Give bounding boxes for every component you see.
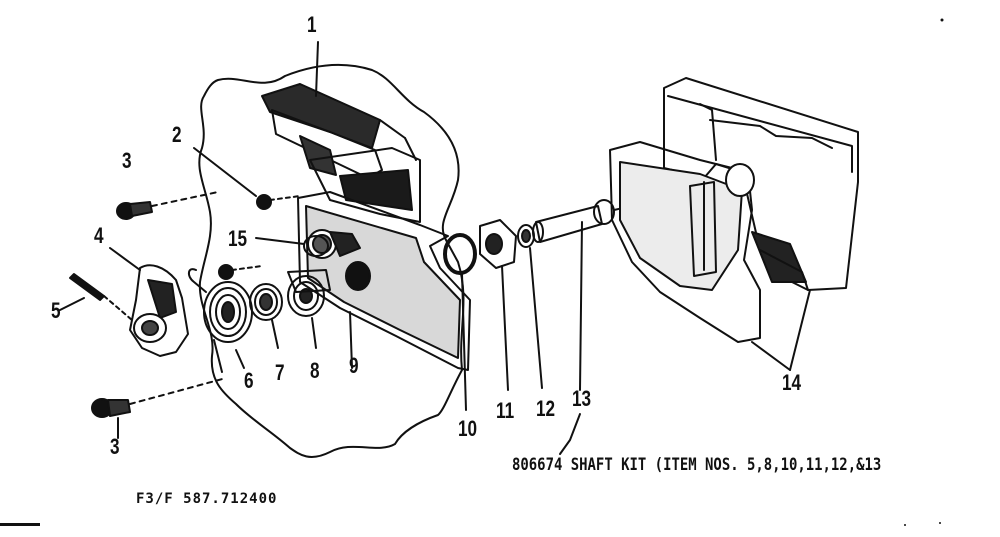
part-8-hub xyxy=(287,269,331,349)
part-7-spring-washer xyxy=(249,283,283,349)
callout-9: 9 xyxy=(349,353,359,378)
callout-1: 1 xyxy=(307,12,317,37)
part-14-housing xyxy=(609,77,859,371)
part-6-spring xyxy=(188,268,253,373)
part-4-bracket xyxy=(109,247,189,357)
callout-2: 2 xyxy=(172,122,182,147)
callout-13: 13 xyxy=(572,386,592,411)
housing-outline xyxy=(198,63,465,458)
callout-15: 15 xyxy=(228,226,248,251)
part-1-shroud xyxy=(261,83,421,223)
figure-code: F3/F 587.712400 xyxy=(136,491,278,507)
callout-11: 11 xyxy=(496,398,515,423)
callout-8: 8 xyxy=(310,358,320,383)
callout-14: 14 xyxy=(782,370,802,395)
part-12-washer xyxy=(517,224,543,389)
callout-3-upper: 3 xyxy=(122,148,132,173)
part-5-pin xyxy=(59,273,133,321)
callout-7: 7 xyxy=(275,360,285,385)
small-screw xyxy=(218,264,263,280)
part-2-screw xyxy=(193,147,301,210)
callout-6: 6 xyxy=(244,368,254,393)
shaft-kit-note: 806674 SHAFT KIT (ITEM NOS. 5,8,10,11,12… xyxy=(512,455,882,475)
callout-3-lower: 3 xyxy=(110,434,120,459)
callout-5: 5 xyxy=(51,298,61,323)
part-3-screw-upper xyxy=(116,191,219,220)
callout-12: 12 xyxy=(536,396,556,421)
part-10-snap-ring xyxy=(443,233,477,411)
part-11-nut xyxy=(479,219,517,391)
callout-10: 10 xyxy=(458,416,478,441)
callout-4: 4 xyxy=(94,223,104,248)
part-3-screw-lower xyxy=(91,377,227,439)
part-15-bushing xyxy=(255,235,329,257)
